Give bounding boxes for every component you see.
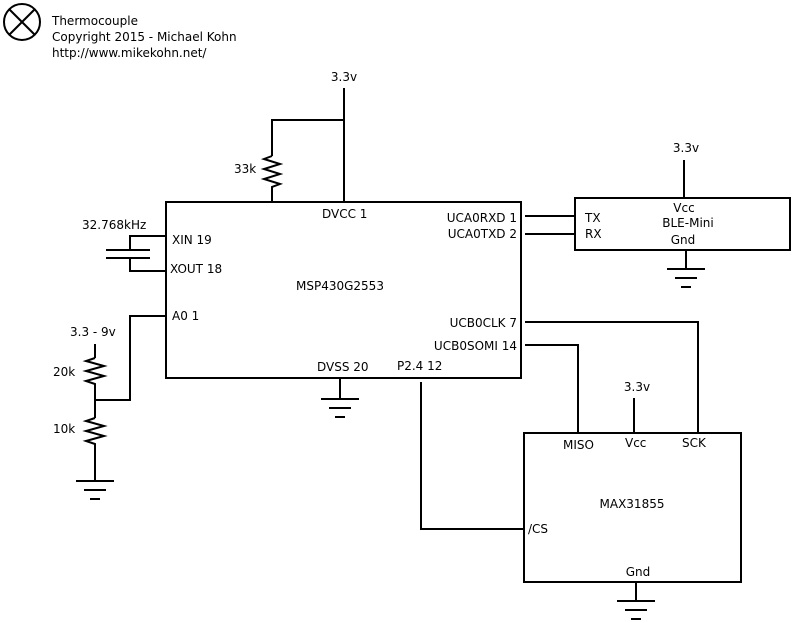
lamp-cross-icon — [3, 3, 41, 41]
ground-ble — [667, 268, 705, 288]
pin-rxd: UCA0RXD 1 — [447, 211, 517, 225]
ground-divider — [76, 480, 114, 500]
ble-vcc: Vcc — [673, 201, 694, 215]
ble-name: BLE-Mini — [662, 216, 713, 230]
pin-xin: XIN 19 — [172, 233, 212, 247]
wire-pullup-top — [271, 119, 344, 156]
pin-txd: UCA0TXD 2 — [448, 227, 517, 241]
pin-a0: A0 1 — [172, 309, 199, 323]
label-20k: 20k — [53, 365, 75, 379]
msp430-label: MSP430G2553 — [296, 279, 384, 293]
label-33k: 33k — [234, 162, 256, 176]
label-10k: 10k — [53, 422, 75, 436]
label-vin: 3.3 - 9v — [70, 325, 116, 339]
resistor-33k — [260, 155, 284, 202]
label-crystal: 32.768kHz — [82, 218, 146, 232]
header-url: http://www.mikekohn.net/ — [52, 46, 207, 60]
label-v33-ble: 3.3v — [673, 141, 699, 155]
ground-msp430 — [321, 398, 359, 418]
pin-somi: UCB0SOMI 14 — [434, 339, 517, 353]
header-copyright: Copyright 2015 - Michael Kohn — [52, 30, 237, 44]
max-miso: MISO — [563, 438, 594, 452]
msp430-box — [165, 201, 522, 379]
max-sck: SCK — [682, 436, 707, 450]
pin-dvss: DVSS 20 — [317, 360, 369, 374]
ble-tx: TX — [584, 211, 601, 225]
ground-max31855 — [617, 600, 655, 620]
max-gnd: Gnd — [626, 565, 651, 579]
wire-clk-sck — [525, 321, 699, 433]
resistor-10k — [82, 417, 108, 480]
wire-p24-cs — [420, 382, 524, 530]
max-cs: /CS — [528, 522, 548, 536]
wire-somi-miso — [525, 344, 579, 433]
max-name: MAX31855 — [600, 497, 665, 511]
header-title: Thermocouple — [51, 14, 138, 28]
max31855-box — [523, 432, 742, 583]
pin-clk: UCB0CLK 7 — [450, 316, 517, 330]
crystal-symbol — [106, 235, 166, 272]
max-vcc: Vcc — [625, 436, 646, 450]
ble-mini-box — [574, 197, 791, 251]
resistor-20k — [82, 357, 108, 418]
pin-p24: P2.4 12 — [397, 359, 442, 373]
ble-gnd: Gnd — [671, 233, 696, 247]
label-v33-top: 3.3v — [331, 70, 357, 84]
label-v33-max: 3.3v — [624, 380, 650, 394]
ble-rx: RX — [585, 227, 602, 241]
wire-a0 — [95, 315, 166, 401]
pin-dvcc: DVCC 1 — [322, 207, 367, 221]
pin-xout: XOUT 18 — [170, 262, 222, 276]
